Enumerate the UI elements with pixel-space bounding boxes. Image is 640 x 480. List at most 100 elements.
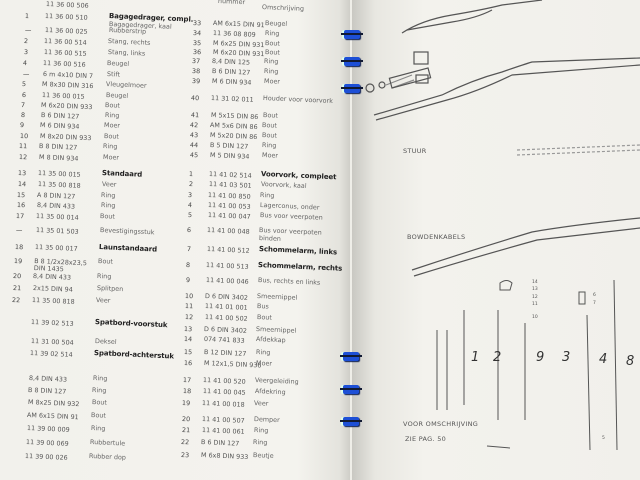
part-number: M 6x8 DIN 933 bbox=[200, 451, 249, 462]
item-number: 9 bbox=[185, 276, 191, 285]
item-number: 17 bbox=[182, 376, 192, 385]
part-number: 11 35 01 503 bbox=[35, 226, 79, 236]
part-description: Bout bbox=[261, 131, 278, 140]
part-number: M 5x15 DIN 86 bbox=[210, 111, 259, 122]
part-description: Stift bbox=[106, 70, 120, 79]
item-number: 8 bbox=[186, 261, 191, 270]
item-number: 14 bbox=[17, 180, 27, 189]
part-description: Houder voor voorvork bbox=[263, 94, 334, 106]
part-description: Voorvork, kaal bbox=[260, 180, 307, 190]
part-number: M 8x25 DIN 932 bbox=[27, 398, 80, 409]
part-description: Rubberstrip bbox=[108, 26, 147, 36]
part-description: Ring bbox=[260, 191, 275, 200]
item-number: 18 bbox=[14, 243, 24, 252]
item-number: 10 bbox=[19, 132, 29, 141]
item-number: 44 bbox=[189, 141, 199, 150]
part-description: Bout bbox=[90, 411, 107, 420]
item-number: 37 bbox=[192, 57, 201, 66]
part-number: 11 41 02 514 bbox=[208, 170, 252, 180]
item-number: 36 bbox=[192, 48, 201, 57]
item-number: 17 bbox=[16, 212, 25, 221]
exploded-diagram bbox=[365, 0, 640, 451]
part-number: M 6 DIN 934 bbox=[211, 77, 252, 87]
part-number: D 6 DIN 3402 bbox=[204, 325, 248, 335]
item-number: 5 bbox=[22, 80, 27, 89]
part-description: Beugel bbox=[265, 19, 288, 28]
part-number: 11 39 00 069 bbox=[25, 438, 69, 448]
part-number: 8,4 DIN 125 bbox=[212, 57, 251, 67]
part-description: Bout bbox=[105, 101, 121, 110]
part-number: 11 41 00 850 bbox=[208, 191, 252, 201]
part-number: M 8 DIN 934 bbox=[38, 153, 79, 163]
part-description: Bus voor veerpoten bbox=[259, 211, 323, 222]
part-description: Bout bbox=[262, 121, 278, 130]
part-description: Ring bbox=[264, 29, 280, 38]
item-number: 15 bbox=[183, 348, 193, 357]
item-number: 33 bbox=[193, 19, 202, 28]
part-number: 11 35 00 015 bbox=[38, 169, 82, 179]
part-number: 11 41 01 001 bbox=[205, 302, 248, 312]
part-number: 11 36 08 809 bbox=[212, 29, 256, 39]
part-description: Moer bbox=[263, 77, 280, 86]
part-description: Moer bbox=[102, 153, 120, 162]
part-number: B 12 DIN 127 bbox=[203, 348, 247, 358]
cable-number: 2 bbox=[493, 350, 502, 365]
part-number: 11 41 00 047 bbox=[207, 211, 251, 221]
part-number: A 8 DIN 127 bbox=[37, 191, 76, 201]
item-number: 4 bbox=[187, 201, 193, 210]
item-number: 41 bbox=[190, 111, 200, 120]
part-description: Stang, rechts bbox=[108, 37, 151, 47]
part-number-label: 11 bbox=[532, 302, 538, 307]
bowdenkabels-label: BOWDENKABELS bbox=[407, 233, 466, 241]
part-description: Moer bbox=[261, 151, 278, 160]
part-number-label: 5 bbox=[602, 436, 605, 441]
right-page: STUUR BOWDENKABELS VOOR OMSCHRIJVING ZIE… bbox=[352, 0, 640, 480]
item-number: 2 bbox=[188, 180, 193, 189]
part-number: M 6x20 DIN 933 bbox=[41, 101, 93, 112]
part-description: Ring bbox=[97, 272, 112, 281]
part-description: Ring bbox=[100, 201, 116, 210]
part-number: 6 m 4x10 DIN 7 bbox=[42, 70, 93, 81]
part-number: M 6 DIN 934 bbox=[40, 121, 81, 131]
part-description: Spatbord-voorstuk bbox=[95, 318, 168, 330]
part-number: 11 35 00 014 bbox=[36, 212, 80, 222]
item-number: 40 bbox=[191, 94, 200, 103]
binding-clip bbox=[340, 417, 362, 426]
part-description: Smeernippel bbox=[257, 292, 298, 302]
part-number: 11 36 00 515 bbox=[43, 48, 87, 58]
cable-number: 9 bbox=[536, 350, 545, 365]
part-number: 11 31 02 011 bbox=[211, 94, 255, 104]
item-number: 6 bbox=[187, 226, 192, 235]
part-description: Launstandaard bbox=[98, 243, 157, 254]
part-description: Rubbertule bbox=[89, 438, 126, 448]
cable-number: 8 bbox=[626, 354, 635, 369]
part-number: 8,4 DIN 433 bbox=[36, 201, 75, 211]
cable-number: 3 bbox=[562, 350, 571, 365]
item-number: — bbox=[22, 70, 30, 79]
part-number: 074 741 833 bbox=[204, 335, 246, 345]
part-description: Rubber dop bbox=[89, 452, 127, 462]
part-number: 11 41 00 502 bbox=[204, 313, 248, 323]
part-description: Ring bbox=[101, 191, 116, 200]
item-number: 35 bbox=[192, 39, 202, 48]
part-number: 11 41 00 048 bbox=[207, 226, 251, 236]
item-number: 2 bbox=[24, 37, 29, 46]
part-description: Bout bbox=[91, 398, 107, 407]
part-number: M 5x20 DIN 86 bbox=[209, 131, 258, 142]
part-number: 11 35 00 818 bbox=[32, 296, 76, 306]
binding-clip bbox=[340, 385, 362, 394]
part-number: AM 6x15 DIN 91 bbox=[213, 19, 266, 30]
part-description: Deksel bbox=[94, 337, 117, 346]
item-number: 45 bbox=[189, 151, 198, 160]
part-description: Bevestigingsstuk bbox=[99, 226, 155, 237]
part-number-label: 10 bbox=[532, 315, 538, 320]
item-number: 8 bbox=[20, 111, 26, 120]
part-description: Moer bbox=[255, 359, 272, 368]
part-number: 11 39 00 009 bbox=[26, 424, 70, 434]
bowden-cables-drawing bbox=[436, 279, 618, 451]
part-description: Ring bbox=[92, 374, 108, 383]
part-number: M 8x30 DIN 316 bbox=[42, 80, 94, 91]
part-description: Splitpen bbox=[96, 284, 124, 294]
part-number: AM 6x15 DIN 91 bbox=[26, 411, 79, 422]
part-number: 11 41 00 507 bbox=[201, 415, 245, 425]
